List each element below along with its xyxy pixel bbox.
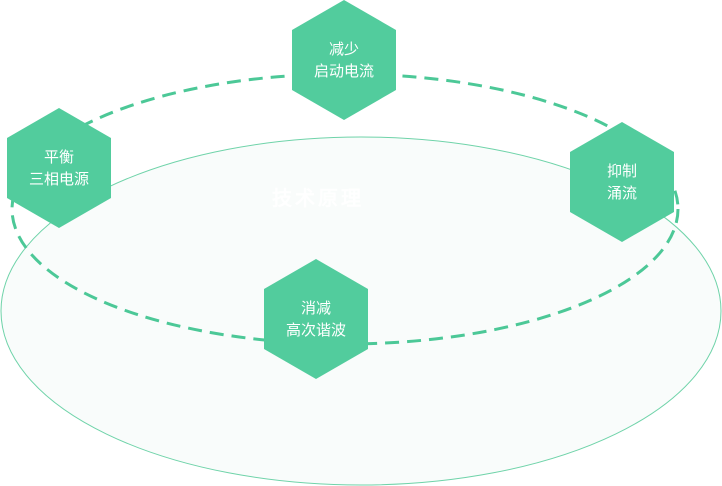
node-balance-three-phase: 平衡 三相电源: [7, 146, 111, 190]
hexagon-node: [570, 122, 674, 242]
node-line1: 抑制: [606, 162, 637, 180]
node-line2: 启动电流: [313, 62, 374, 80]
hexagon-node: [7, 108, 111, 228]
node-line2: 高次谐波: [285, 321, 346, 339]
hexagon-node: [292, 0, 396, 120]
node-eliminate-harmonics: 消减 高次谐波: [264, 297, 368, 341]
hexagon-node: [264, 259, 368, 379]
node-line2: 三相电源: [28, 170, 89, 188]
node-line1: 消减: [300, 299, 331, 317]
center-title: 技术原理: [272, 186, 364, 210]
node-line2: 涌流: [606, 184, 637, 202]
node-reduce-starting-current: 减少 启动电流: [292, 38, 396, 82]
node-suppress-inrush: 抑制 涌流: [570, 160, 674, 204]
node-line1: 平衡: [43, 148, 74, 166]
node-line1: 减少: [328, 40, 359, 58]
